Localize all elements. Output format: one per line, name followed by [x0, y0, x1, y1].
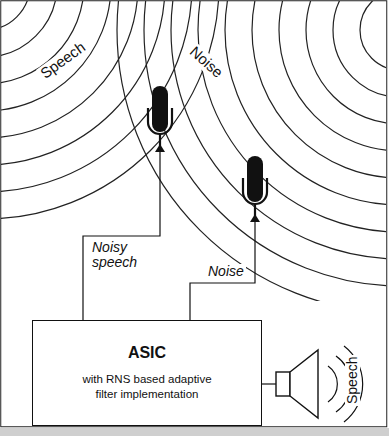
mic-holder — [148, 108, 172, 134]
frame — [1, 1, 387, 427]
signal-label: Noise — [206, 264, 246, 279]
mic-holder — [243, 178, 267, 204]
mic-base — [250, 214, 260, 222]
chip-description: with RNS based adaptive filter implement… — [72, 372, 222, 402]
wire — [83, 152, 160, 320]
asic-box: ASIC with RNS based adaptive filter imple… — [32, 320, 262, 426]
wave-label: Speech — [345, 354, 360, 405]
microphone — [148, 86, 172, 152]
wave-arc — [171, 1, 386, 259]
chip-name: ASIC — [128, 344, 166, 362]
noise-waves — [117, 1, 386, 301]
wave-arc — [252, 1, 386, 178]
mic-base — [155, 144, 165, 152]
loudspeaker — [262, 346, 363, 422]
wave-arc — [1, 1, 165, 165]
wave-arc — [1, 1, 57, 57]
wave-label: Speech — [36, 38, 90, 84]
microphone — [243, 156, 267, 222]
mic-capsule — [247, 156, 263, 202]
wave-arc — [225, 1, 386, 205]
signal-label: Noisy speech — [90, 240, 158, 271]
wave-arc — [360, 1, 386, 70]
speech-waves — [1, 1, 219, 219]
wire — [190, 222, 255, 320]
sound-wave — [344, 346, 363, 422]
wave-arc — [279, 1, 386, 151]
wave-arc — [1, 1, 30, 30]
wave-arc — [1, 1, 111, 111]
wave-arc — [306, 1, 386, 124]
wave-arc — [333, 1, 386, 97]
wave-arc — [1, 1, 192, 192]
wire — [262, 383, 276, 384]
wave-arc — [144, 1, 386, 286]
speaker-cone — [290, 350, 318, 418]
wave-label: Noise — [185, 42, 228, 83]
wave-arc — [1, 1, 219, 219]
mic-capsule — [152, 86, 168, 132]
speaker-magnet — [276, 372, 290, 396]
wave-arc — [117, 1, 386, 301]
bottom-bar — [0, 428, 389, 436]
sound-wave — [328, 366, 337, 402]
wave-arc — [198, 1, 386, 232]
